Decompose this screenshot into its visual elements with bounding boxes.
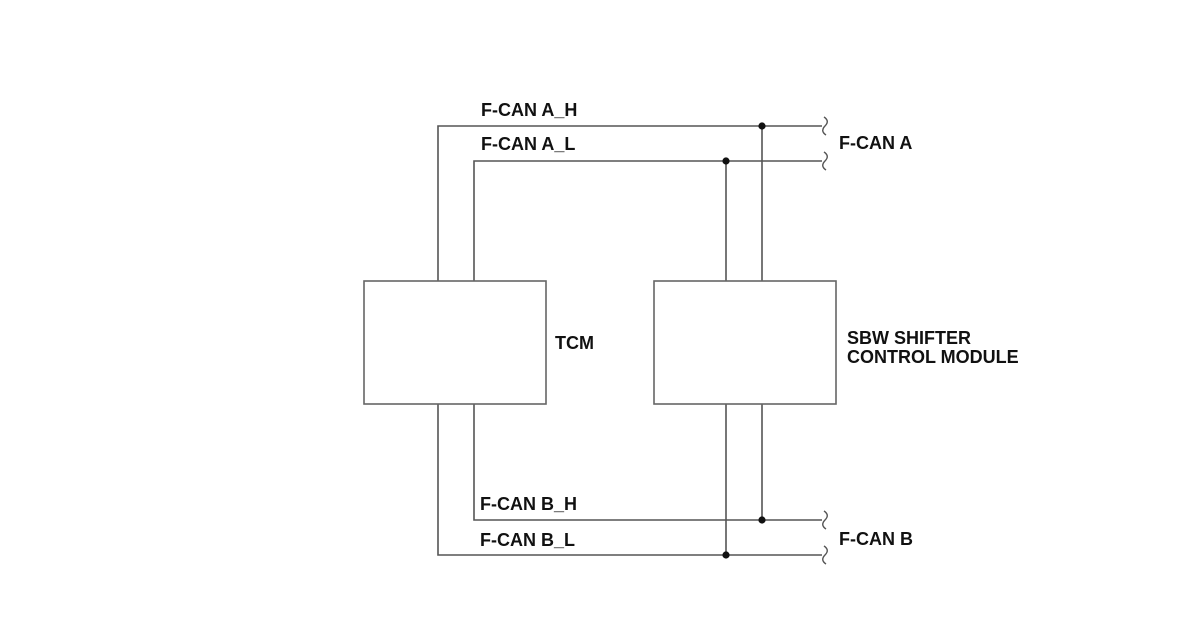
wire-fcan-a-h: [437, 125, 822, 281]
junction-node: [722, 157, 730, 165]
wire-break-mark: [822, 545, 828, 565]
junction-node: [758, 122, 766, 130]
wire-fcan-a-l: [473, 160, 822, 281]
tcm-module-box: [363, 280, 547, 405]
wire-fcan-b-l: [437, 404, 822, 556]
label-sbw-line1: SBW SHIFTER: [847, 328, 971, 348]
label-fcan-b: F-CAN B: [839, 529, 913, 549]
label-tcm: TCM: [555, 333, 594, 353]
label-fcan-a: F-CAN A: [839, 133, 912, 153]
junction-node: [758, 516, 766, 524]
label-fcan-a-h: F-CAN A_H: [481, 100, 577, 120]
label-fcan-b-l: F-CAN B_L: [480, 530, 575, 550]
wire-break-mark: [822, 116, 828, 136]
label-fcan-b-h: F-CAN B_H: [480, 494, 577, 514]
wire-break-mark: [822, 151, 828, 171]
junction-node: [722, 551, 730, 559]
wire-break-mark: [822, 510, 828, 530]
wire-fcan-b-h: [473, 404, 822, 521]
sbw-shifter-module-box: [653, 280, 837, 405]
label-sbw-line2: CONTROL MODULE: [847, 347, 1019, 367]
label-fcan-a-l: F-CAN A_L: [481, 134, 575, 154]
